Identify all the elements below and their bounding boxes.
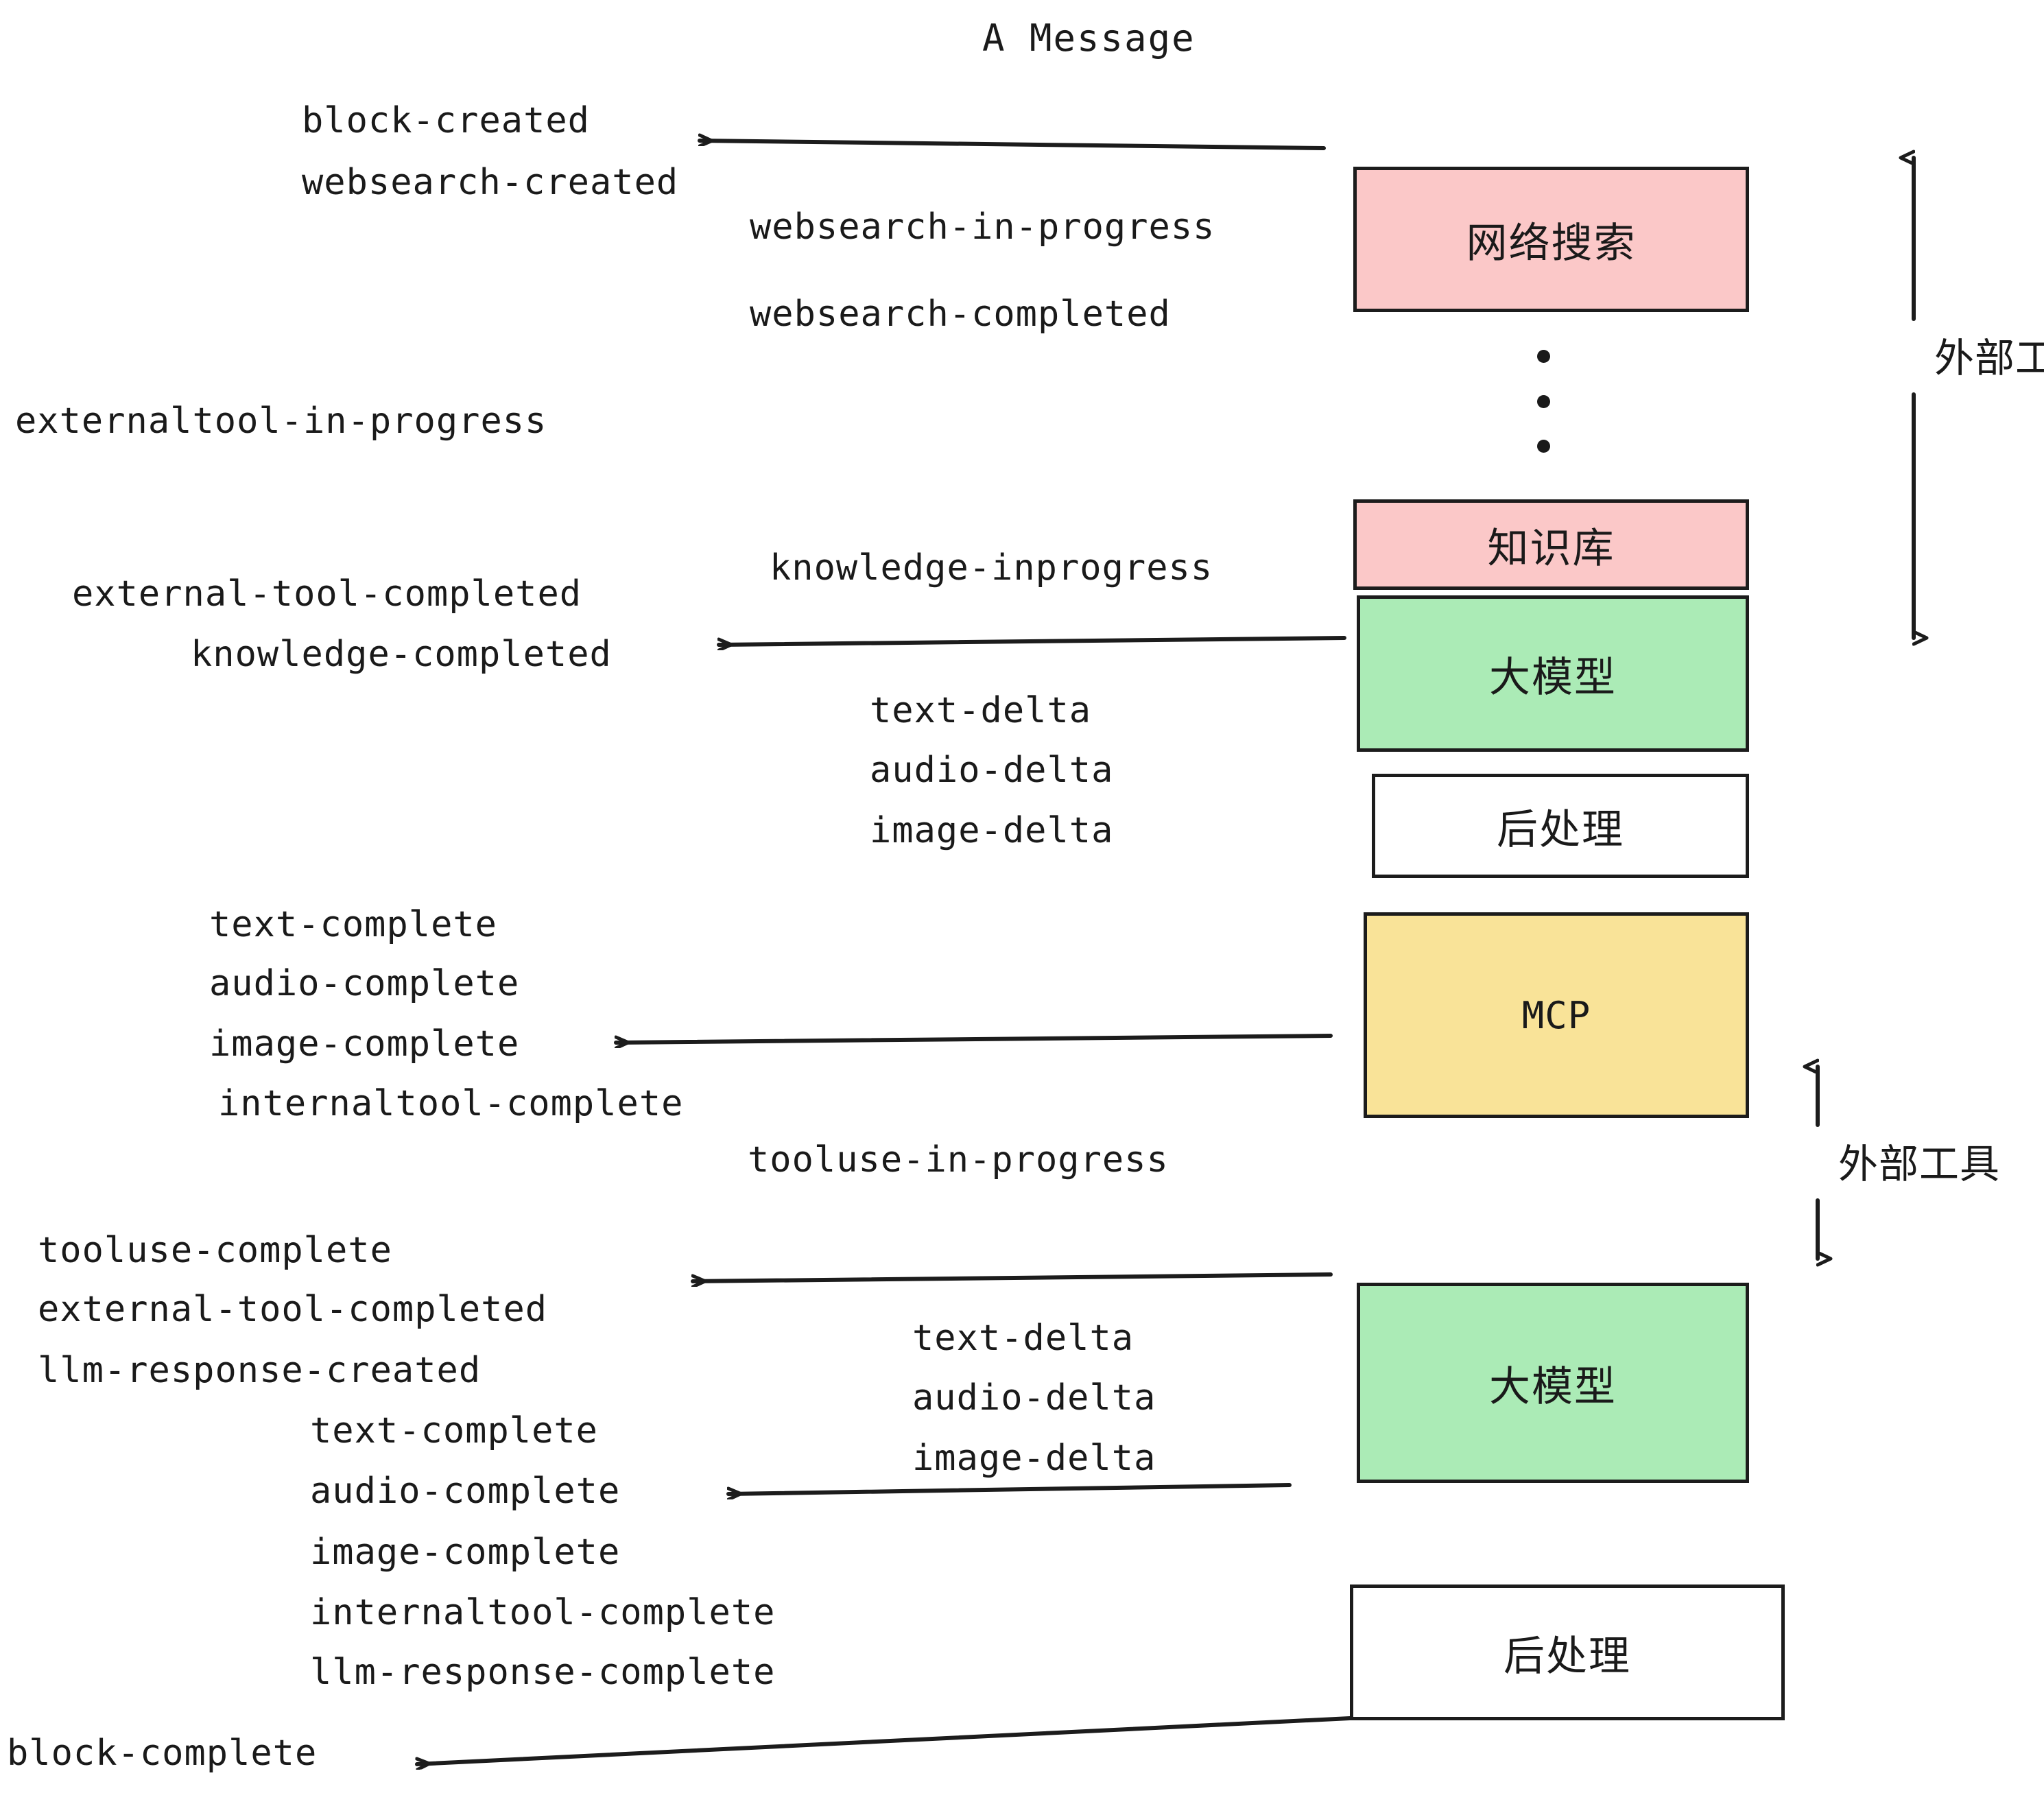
arrow-llm-to-tooluse-complete [691,1272,1333,1281]
event-label-text-delta-2: text-delta [912,1318,1134,1359]
event-label-websearch-in-progress: websearch-in-progress [750,206,1215,248]
node-box-knowledge: 知识库 [1353,499,1749,590]
node-label-post-lower: 后处理 [1504,1632,1631,1681]
event-label-audio-delta-1: audio-delta [870,750,1114,791]
event-label-text-complete-1: text-complete [209,904,497,945]
event-label-internaltool-complete-1: internaltool-complete [218,1083,684,1124]
event-label-image-delta-2: image-delta [912,1438,1156,1479]
event-label-block-created: block-created [302,100,590,141]
page-title: A Message [982,16,1196,60]
event-label-websearch-completed: websearch-completed [750,294,1171,335]
event-label-tooluse-complete: tooluse-complete [38,1230,392,1271]
event-label-external-tool-completed-1: external-tool-completed [72,573,582,615]
event-label-text-delta-1: text-delta [870,690,1092,731]
event-label-image-complete-1: image-complete [209,1023,520,1065]
side-label-external-tools-lower: 外部工具 [1838,1141,2001,1187]
arrow-llm-to-knowledge-completed [717,636,1346,645]
event-label-text-complete-2: text-complete [310,1410,598,1451]
node-label-knowledge: 知识库 [1487,524,1615,573]
node-label-post-upper: 后处理 [1497,805,1624,854]
node-box-mcp: MCP [1364,912,1749,1118]
event-label-audio-delta-2: audio-delta [912,1377,1156,1419]
event-label-knowledge-completed: knowledge-completed [191,634,612,675]
arrow-mcp-to-image-complete [614,1034,1333,1043]
event-label-external-tool-completed-2: external-tool-completed [38,1289,548,1330]
node-label-mcp: MCP [1521,993,1591,1037]
vertical-ellipsis-icon [1536,350,1550,453]
node-box-post-lower: 后处理 [1350,1585,1785,1720]
arrow-websearch-to-block-created [698,141,1326,150]
node-label-llm-lower: 大模型 [1489,1362,1617,1411]
node-box-websearch: 网络搜索 [1353,167,1749,312]
node-box-post-upper: 后处理 [1372,774,1749,878]
node-box-llm-upper: 大模型 [1357,595,1749,752]
event-label-llm-response-created: llm-response-created [38,1350,482,1391]
event-label-knowledge-inprogress: knowledge-inprogress [770,547,1213,589]
node-label-websearch: 网络搜索 [1466,219,1637,268]
arrow-post-to-block-complete [415,1716,1352,1764]
event-label-externaltool-in-progress: externaltool-in-progress [15,401,547,442]
event-label-internaltool-complete-2: internaltool-complete [310,1592,776,1633]
node-label-llm-upper: 大模型 [1489,653,1617,702]
event-label-audio-complete-1: audio-complete [209,963,520,1004]
event-label-websearch-created: websearch-created [302,162,679,203]
event-label-image-delta-1: image-delta [870,810,1114,851]
node-box-llm-lower: 大模型 [1357,1283,1749,1483]
event-label-llm-response-complete: llm-response-complete [310,1652,776,1693]
event-label-image-complete-2: image-complete [310,1532,621,1573]
event-label-audio-complete-2: audio-complete [310,1471,621,1512]
event-label-block-complete: block-complete [7,1733,318,1774]
side-label-external-tools-upper: 外部工具 [1934,335,2044,381]
arrow-llmlower-to-audio-complete [726,1483,1292,1494]
event-label-tooluse-in-progress: tooluse-in-progress [748,1139,1169,1180]
